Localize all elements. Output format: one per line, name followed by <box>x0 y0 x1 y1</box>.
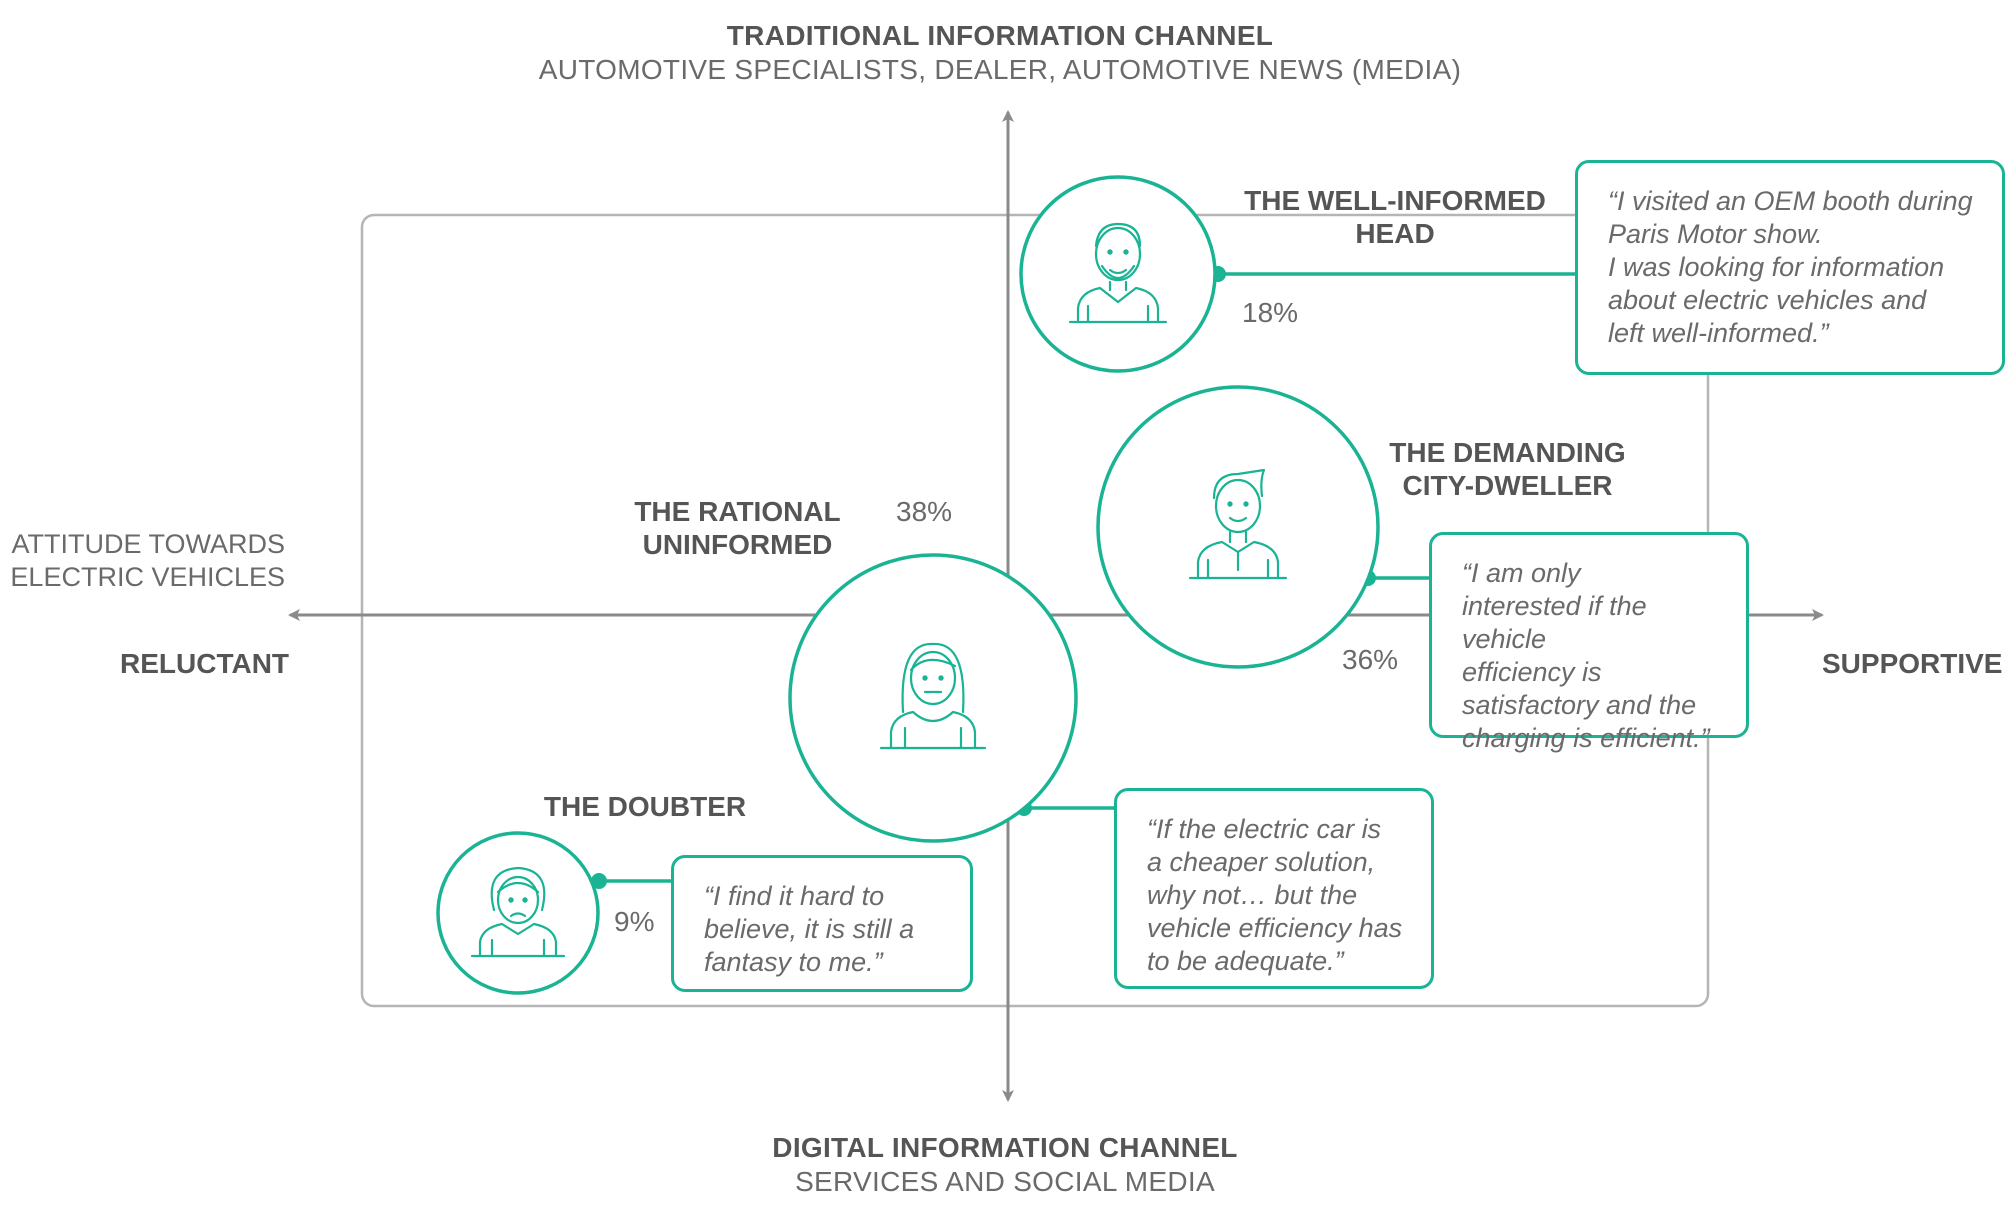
rational-name: THE RATIONAL UNINFORMED <box>610 495 865 561</box>
quote-line: efficiency is <box>1462 657 1602 687</box>
demanding-percent: 36% <box>1342 644 1399 675</box>
quote-line: “If the electric car is <box>1147 814 1382 844</box>
quote-line: charging is efficient.” <box>1462 723 1710 753</box>
quote-line: “I visited an OEM booth during <box>1608 186 1973 216</box>
demanding-name-line1: THE DEMANDING <box>1389 437 1626 468</box>
well-informed-name: THE WELL-INFORMED HEAD <box>1230 184 1560 250</box>
quote-line: believe, it is still a <box>704 914 915 944</box>
quote-line: left well-informed.” <box>1608 318 1829 348</box>
doubter-quote: “I find it hard to believe, it is still … <box>671 855 973 992</box>
bottom-axis-title: DIGITAL INFORMATION CHANNEL <box>772 1132 1238 1163</box>
top-axis-title: TRADITIONAL INFORMATION CHANNEL <box>726 20 1274 51</box>
well-informed-name-line2: HEAD <box>1355 218 1435 249</box>
doubter-name: THE DOUBTER <box>543 791 747 822</box>
quote-line: “I find it hard to <box>704 881 885 911</box>
quote-line: I was looking for information <box>1608 252 1945 282</box>
rational-connector <box>1024 806 1117 810</box>
well-informed-quote: “I visited an OEM booth during Paris Mot… <box>1575 160 2005 375</box>
quote-line: to be adequate.” <box>1147 946 1344 976</box>
attitude-label-line1: ATTITUDE TOWARDS <box>11 529 285 559</box>
demanding-name-line2: CITY-DWELLER <box>1402 470 1613 501</box>
man-with-beard-icon <box>1068 222 1168 324</box>
young-man-icon <box>1188 468 1288 580</box>
rational-quote: “If the electric car is a cheaper soluti… <box>1114 788 1434 989</box>
rational-name-line1: THE RATIONAL <box>634 496 841 527</box>
rational-name-line2: UNINFORMED <box>642 529 833 560</box>
woman-icon <box>879 642 987 750</box>
rational-circle <box>788 553 1078 843</box>
quote-line: vehicle efficiency has <box>1147 913 1403 943</box>
quote-line: satisfactory and the <box>1462 690 1697 720</box>
rational-percent: 38% <box>896 496 953 527</box>
top-axis-subtitle: AUTOMOTIVE SPECIALISTS, DEALER, AUTOMOTI… <box>538 54 1462 85</box>
quote-line: “I am only <box>1462 558 1581 588</box>
attitude-label: ATTITUDE TOWARDS ELECTRIC VEHICLES <box>0 528 285 594</box>
attitude-label-line2: ELECTRIC VEHICLES <box>10 562 285 592</box>
older-woman-icon <box>470 866 566 958</box>
bottom-axis-subtitle: SERVICES AND SOCIAL MEDIA <box>795 1166 1215 1197</box>
quote-line: a cheaper solution, <box>1147 847 1376 877</box>
doubter-connector-dot <box>591 873 607 889</box>
quote-line: fantasy to me.” <box>704 947 883 977</box>
quote-line: Paris Motor show. <box>1608 219 1823 249</box>
doubter-percent: 9% <box>614 906 655 937</box>
quote-line: why not… but the <box>1147 880 1358 910</box>
reluctant-label: RELUCTANT <box>120 648 290 679</box>
well-informed-percent: 18% <box>1242 297 1299 328</box>
demanding-circle <box>1096 385 1380 669</box>
demanding-name: THE DEMANDING CITY-DWELLER <box>1355 436 1660 502</box>
well-informed-name-line1: THE WELL-INFORMED <box>1244 185 1546 216</box>
supportive-label: SUPPORTIVE <box>1822 648 2003 679</box>
quote-line: about electric vehicles and <box>1608 285 1927 315</box>
quote-line: interested if the vehicle <box>1462 591 1647 654</box>
demanding-quote: “I am only interested if the vehicle eff… <box>1429 532 1749 753</box>
